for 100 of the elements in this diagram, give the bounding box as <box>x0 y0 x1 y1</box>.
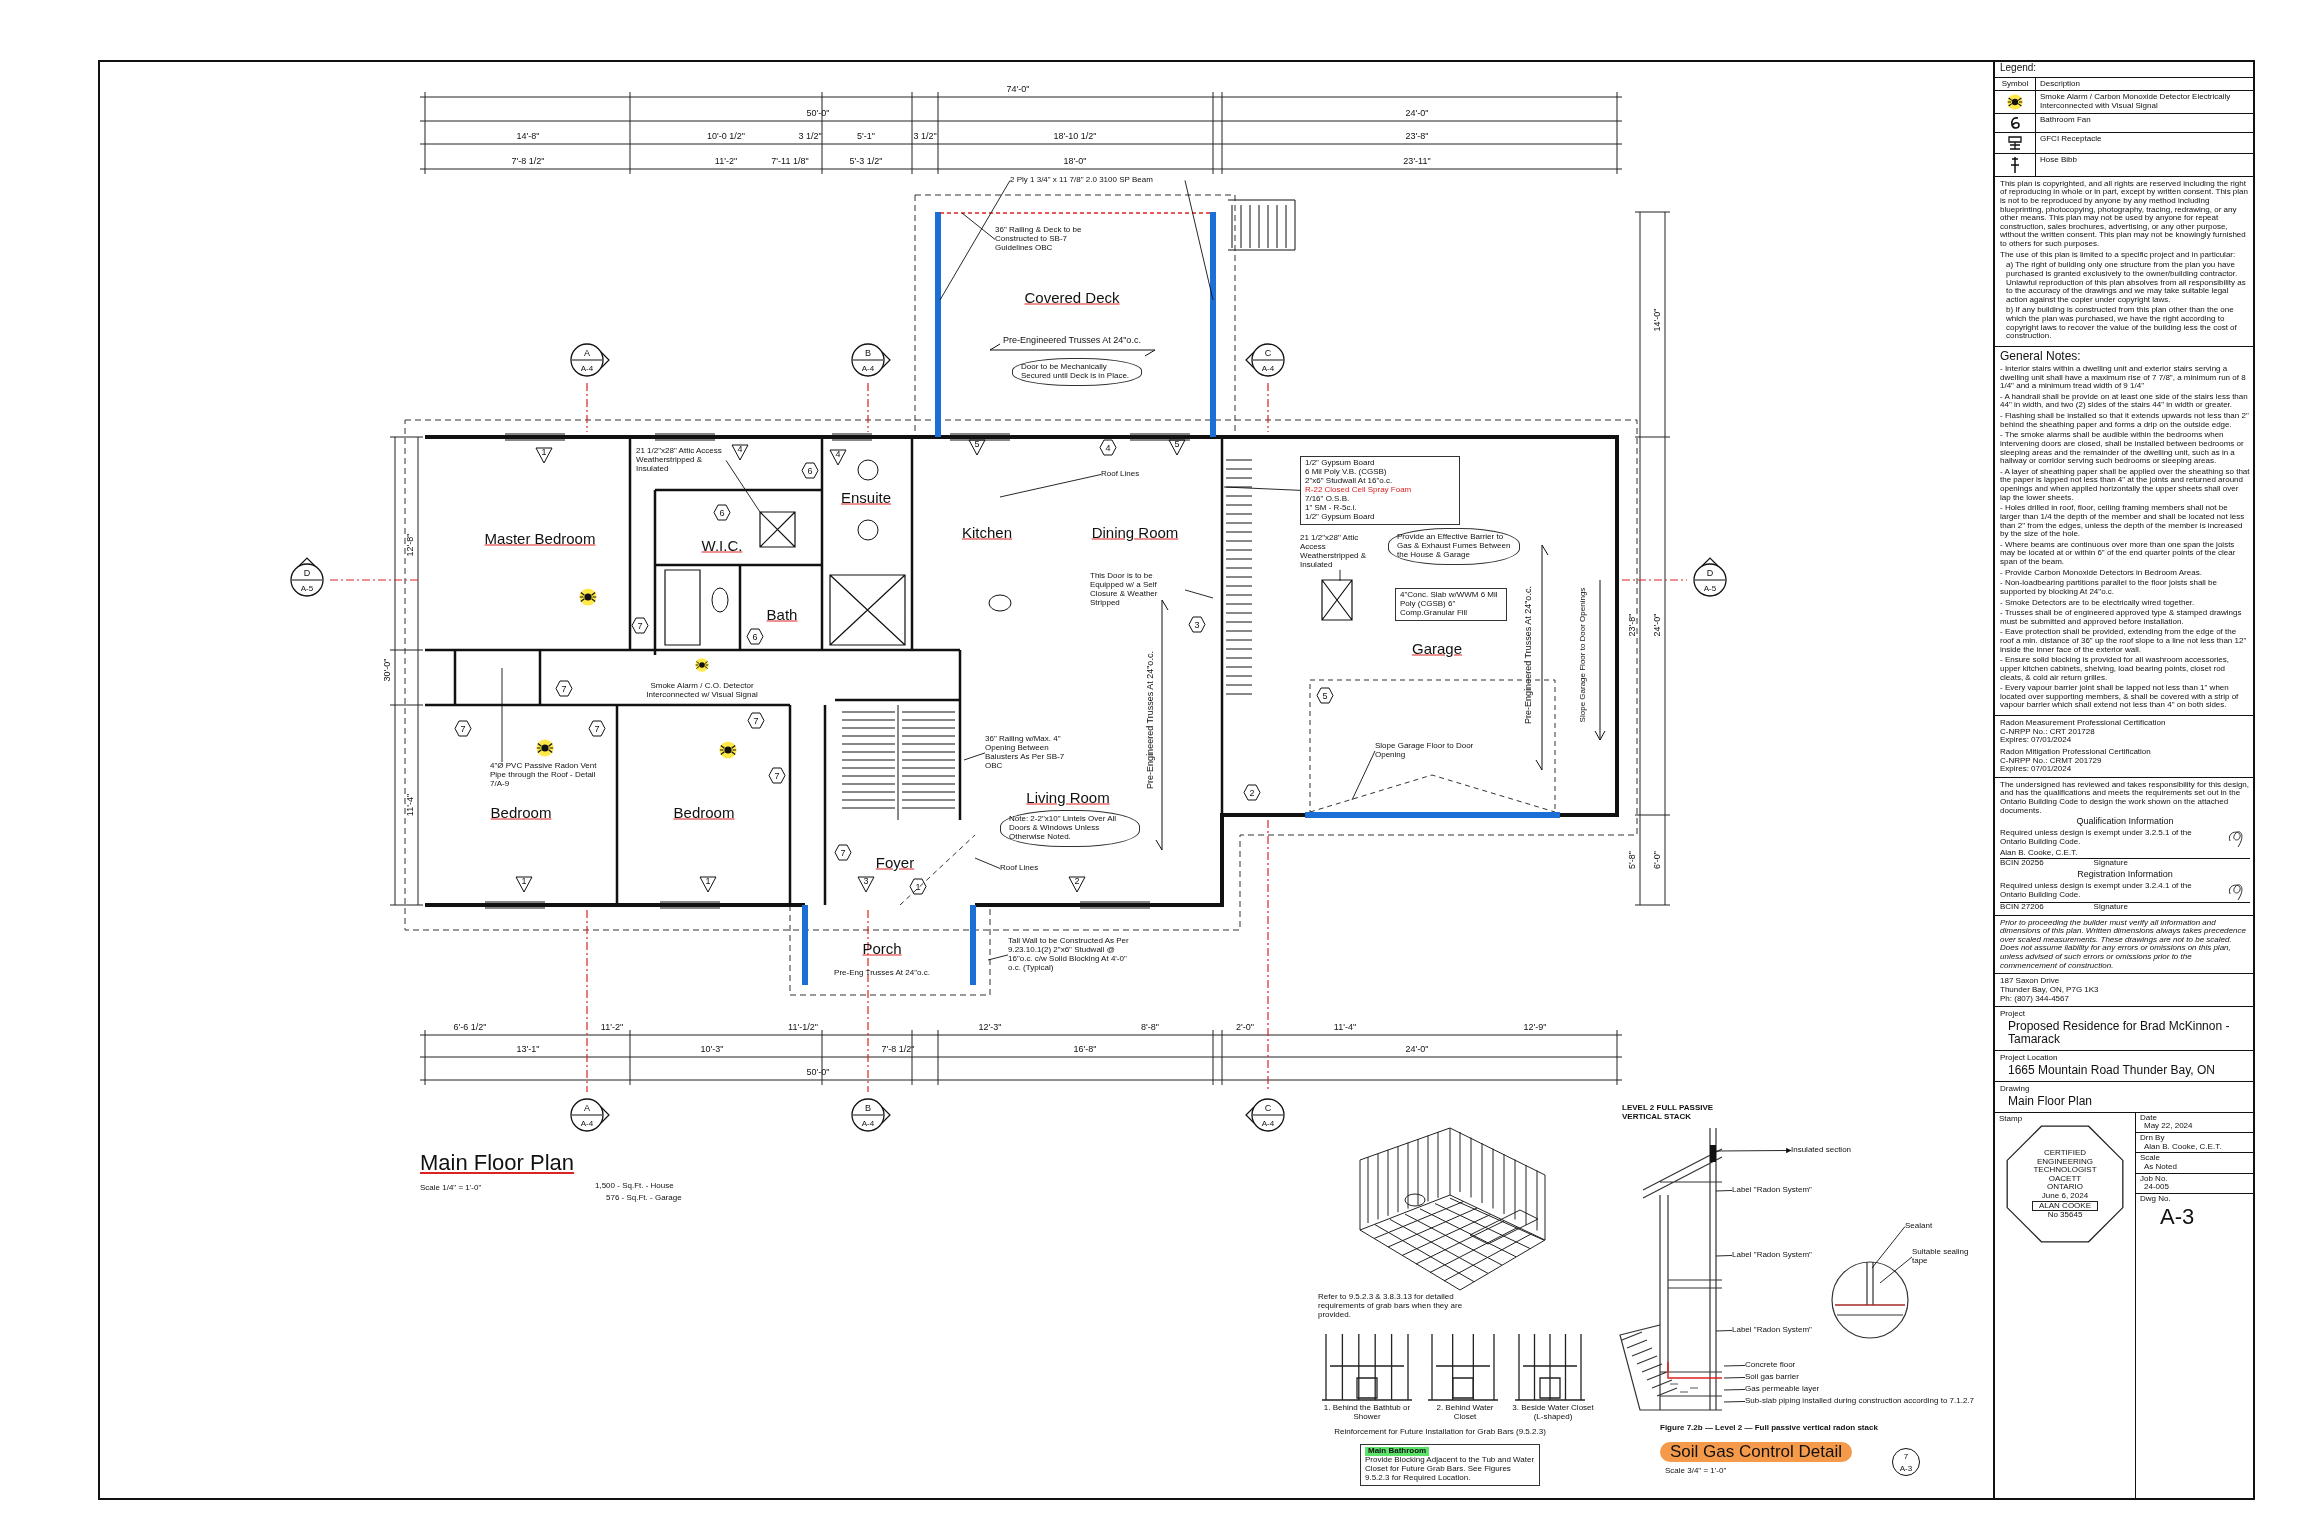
legend-text: Bathroom Fan <box>2040 114 2091 124</box>
note-line: Provide Blocking Adjacent to the Tub and Water Closet for Future Grab Bars. See Figures 9.5.2.3 for Required Location. <box>1365 1455 1535 1483</box>
room-label: Bedroom <box>490 803 552 821</box>
door-tag: 2 <box>1243 784 1261 801</box>
certification-text: C-NRPP No.: CRT 201728 <box>2000 727 2096 737</box>
general-note: - Flashing shall be installed so that it extends upwards not less than 2" behind the sheathing paper and forms a drip on the outside edge. <box>2000 412 2250 430</box>
address-text: Thunder Bay, ON, P7G 1K3 <box>2000 985 2100 994</box>
callout-note: Sealant <box>1905 1222 1955 1231</box>
dimension-label: 5'-3 1/2" <box>849 156 883 166</box>
registration-number: BCIN 20256 <box>2000 858 2044 868</box>
registration-number: BCIN 27206 <box>2000 902 2044 912</box>
window-tag: 3 <box>857 876 875 893</box>
dimension-label: 3 1/2" <box>913 131 937 141</box>
signature-caption: Signature <box>2093 858 2128 868</box>
dimension-label: 11'-1/2" <box>788 1022 818 1032</box>
window-tag: 4 <box>829 449 847 466</box>
general-note: - Non-loadbearing partitions parallel to the floor joists shall be supported by blocking At 24"o.c. <box>2000 579 2218 597</box>
dimension-label: 11'-4" <box>1333 1022 1357 1032</box>
dimension-label: 23'-8" <box>1405 131 1429 141</box>
certification-text: C-NRPP No.: CRMT 201729 <box>2000 756 2103 766</box>
leader-line <box>1715 1190 1733 1192</box>
sheet-reference: A-5 <box>300 583 314 593</box>
room-label: Garage <box>1412 639 1462 657</box>
callout-note: Roof Lines <box>1101 470 1161 479</box>
designer-name: Alan B. Cooke, C.E.T. <box>2000 848 2079 858</box>
leader-line <box>1723 1377 1746 1379</box>
caption-text: 3. Beside Water Closet (L-shaped) <box>1511 1404 1595 1422</box>
copyright-note: The use of this plan is limited to a specific project and in particular: <box>2000 250 2237 260</box>
note-line: 7/16" O.S.B. <box>1305 494 1351 504</box>
notes-heading: General Notes: <box>2000 349 2082 363</box>
field-caption: Scale <box>2140 1154 2161 1163</box>
callout-note: 36" Railing & Deck to be Constructed to SB-7 Guidelines OBC <box>995 226 1090 253</box>
leader-line <box>1184 589 1214 599</box>
dimension-label: 12'-3" <box>978 1022 1002 1032</box>
dimension-label: 5'-1" <box>857 131 875 141</box>
callout-note: 21 1/2"x28" Attic Access Weatherstripped & Insulated <box>1300 534 1382 570</box>
copyright-note: a) The right of building only one structure from the plan you have purchased is granted exclusively to the owner/building contractor. Unlawful reproduction of this plan absolves from all responsibility as to the accuracy of the drawings and we may take suitable legal action against the copier under copyright laws. <box>2005 261 2247 305</box>
field-value: Main Floor Plan <box>2008 1094 2094 1108</box>
field-caption: Drawing <box>2000 1085 2031 1094</box>
figure-caption: Figure 7.2b — Level 2 — Full passive vertical radon stack <box>1660 1424 1879 1433</box>
section-letter: B <box>865 1103 871 1113</box>
dimension-label: 24'-0" <box>1652 613 1662 637</box>
leader-line <box>1351 750 1376 801</box>
leader-line <box>501 667 503 763</box>
field-value: As Noted <box>2144 1162 2178 1172</box>
copyright-note: This plan is copyrighted, and all rights are reserved including the right of reproducing in whole or in part, except by written consent. This plan is not to be reproduced by anyone by any method including blueprinting, photocopying, photography, tracing, redrawing, or any other means. This plan may not be used by anyone for repeat construction, sales brochures, advertising, or any other purpose, without the written consent. This plan may not be knowingly furnished to others for such purposes. <box>2000 179 2249 249</box>
truss-note: Pre-Engineered Trusses At 24"o.c. <box>1003 335 1141 345</box>
truss-note: Pre-Eng Trusses At 24"o.c. <box>834 967 930 977</box>
callout-note: Label "Radon System" <box>1732 1186 1832 1195</box>
door-tag: 7 <box>631 617 649 634</box>
detail-title: Soil Gas Control Detail <box>1660 1442 1852 1462</box>
dimension-label: 23'-8" <box>1627 613 1637 637</box>
room-label: Ensuite <box>841 488 891 506</box>
sheet-reference: A-4 <box>1261 363 1275 373</box>
field-caption: Project <box>2000 1010 2026 1019</box>
legend-heading: Legend: <box>1999 61 2038 75</box>
general-note: - Trusses shall be of engineered approved type & stamped drawings must be submitted and approved before installation. <box>2000 609 2243 627</box>
callout-note: This Door is to be Equipped w/ a Self Closure & Weather Stripped <box>1090 572 1185 608</box>
door-tag: 7 <box>588 720 606 737</box>
legend-text: Hose Bibb <box>2040 154 2077 164</box>
door-tag: 7 <box>834 844 852 861</box>
caption-text: Reinforcement for Future Installation for Grab Bars (9.5.2.3) <box>1333 1428 1547 1437</box>
address-text: 187 Saxon Drive <box>2000 977 2061 986</box>
callout-note: Label "Radon System" <box>1732 1326 1832 1335</box>
section-letter: A <box>584 1103 590 1113</box>
dimension-label: 3 1/2" <box>798 131 822 141</box>
detail-heading: LEVEL 2 FULL PASSIVE VERTICAL STACK <box>1622 1104 1715 1122</box>
sheet-reference: A-3 <box>1899 1463 1913 1473</box>
general-note: - A layer of sheathing paper shall be applied over the sheathing so that the paper is lapped not less than 4" at the joints and returned around openings and when applied horizontally the upper sheets shall over lap the lower sheets. <box>2000 467 2250 503</box>
dimension-label: 16'-8" <box>1073 1044 1097 1054</box>
field-value: 1665 Mountain Road Thunder Bay, ON <box>2008 1063 2217 1077</box>
door-tag: 6 <box>713 504 731 521</box>
section-letter: C <box>1264 1103 1272 1113</box>
seal-text: OACETT <box>2048 1174 2082 1184</box>
certification-text: Expires: 07/01/2024 <box>2000 765 2073 774</box>
window-tag: 4 <box>731 444 749 461</box>
note-box: 4"Conc. Slab w/WWM 6 Mil Poly (CGSB) 6" Comp.Granular Fill <box>1395 588 1507 621</box>
leader-line <box>999 474 1102 498</box>
room-label: Porch <box>862 939 902 957</box>
leader-line <box>1339 569 1341 582</box>
disclaimer-note: Prior to proceeding the builder must verify all information and dimensions of this plan. Written dimensions always takes precedence over scaled measurements. These drawings are not to be scaled. Does not assume liability for any errors or omissions on this plan, unless advised of such errors or omissions prior to the commencement of construction. <box>2000 918 2247 971</box>
field-caption: Drn By <box>2140 1134 2166 1143</box>
callout-note: Label "Radon System" <box>1732 1251 1832 1260</box>
note-line: 1/2" Gypsum Board <box>1305 459 1376 468</box>
door-tag: 6 <box>746 628 764 645</box>
dimension-label: 6'-0" <box>1652 851 1662 869</box>
callout-note: 2 Ply 1 3/4" x 11 7/8" 2.0 3100 SP Beam <box>1010 176 1185 185</box>
column-header: Symbol <box>2001 79 2029 89</box>
room-label: Bedroom <box>673 803 735 821</box>
general-note: - The smoke alarms shall be audible within the bedrooms when intervening doors are closed, shall be installed between bedrooms or sleeping areas and the remainder of the dwelling unit, such as in a hallway or corridor serving such bedrooms or sleeping areas. <box>2000 431 2245 466</box>
caption-text: 2. Behind Water Closet <box>1435 1404 1495 1422</box>
scale-note: Scale 1/4" = 1'-0" <box>420 1183 482 1192</box>
window-tag: 1 <box>699 876 717 893</box>
leader-line <box>1715 1255 1733 1257</box>
sheet-reference: A-4 <box>861 363 875 373</box>
dimension-label: 24'-0" <box>1405 108 1429 118</box>
field-caption: Stamp <box>1999 1114 2024 1124</box>
door-tag: 7 <box>747 712 765 729</box>
note-line: 6 Mil Poly V.B. (CGSB) <box>1305 467 1388 477</box>
room-label: Master Bedroom <box>484 529 596 547</box>
